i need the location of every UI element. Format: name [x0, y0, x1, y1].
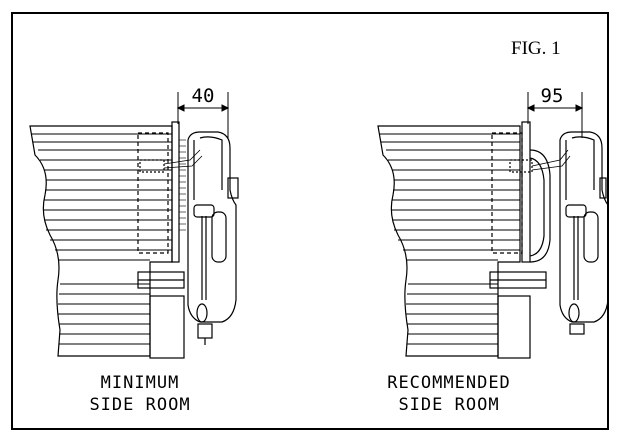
- right-caption-line1: RECOMMENDED: [387, 373, 511, 393]
- left-caption-line2: SIDE ROOM: [89, 395, 191, 415]
- figure-label: FIG. 1: [511, 38, 561, 59]
- left-dimension-lines: [176, 92, 230, 138]
- left-drawing: [29, 121, 239, 359]
- left-caption: MINIMUM SIDE ROOM: [40, 372, 240, 416]
- left-dimension-value: 40: [191, 85, 215, 107]
- right-drawing: [377, 121, 609, 359]
- left-caption-line1: MINIMUM: [100, 373, 180, 393]
- right-dimension-lines: [526, 92, 584, 138]
- right-caption: RECOMMENDED SIDE ROOM: [349, 372, 549, 416]
- right-caption-line2: SIDE ROOM: [398, 395, 500, 415]
- right-dimension-value: 95: [540, 85, 564, 107]
